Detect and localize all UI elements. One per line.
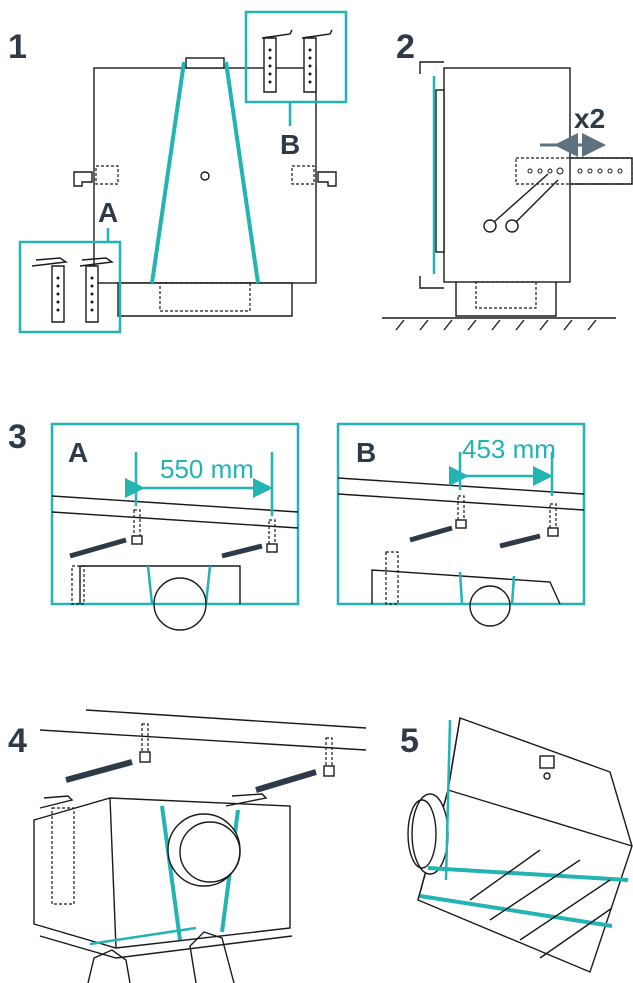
strap-left (150, 61, 186, 284)
unit-body (93, 67, 317, 284)
bracket-a-label: A (98, 197, 118, 228)
step-2-panel: 2 x2 (382, 28, 633, 331)
bracket-a-box (18, 240, 122, 334)
step-4-number: 4 (8, 722, 27, 760)
strap-right (224, 61, 260, 284)
panel-b-label: B (356, 437, 376, 468)
unit-side (443, 67, 571, 283)
panel-a (50, 422, 300, 606)
panel-a-label: A (68, 437, 88, 468)
bracket-a-icon (31, 257, 114, 323)
screw-icon (483, 173, 559, 233)
bracket-b-label: B (280, 129, 300, 160)
step-1-panel: 1 B A (8, 10, 348, 334)
bracket-b-icon (261, 29, 333, 93)
dimension-b: 453 mm (462, 434, 556, 464)
step-5-number: 5 (400, 722, 419, 760)
step-3-number: 3 (8, 418, 27, 456)
multiplier-label: x2 (574, 103, 605, 134)
step-4-panel: 4 (8, 709, 367, 983)
step-2-number: 2 (396, 28, 415, 66)
bracket-b-box (244, 10, 348, 104)
step-3-panel: 3 A 550 mm B 453 mm (8, 418, 586, 631)
step-5-panel: 5 (400, 717, 633, 973)
step-1-number: 1 (8, 28, 27, 66)
unit-base (117, 282, 293, 317)
dimension-a: 550 mm (160, 454, 254, 484)
